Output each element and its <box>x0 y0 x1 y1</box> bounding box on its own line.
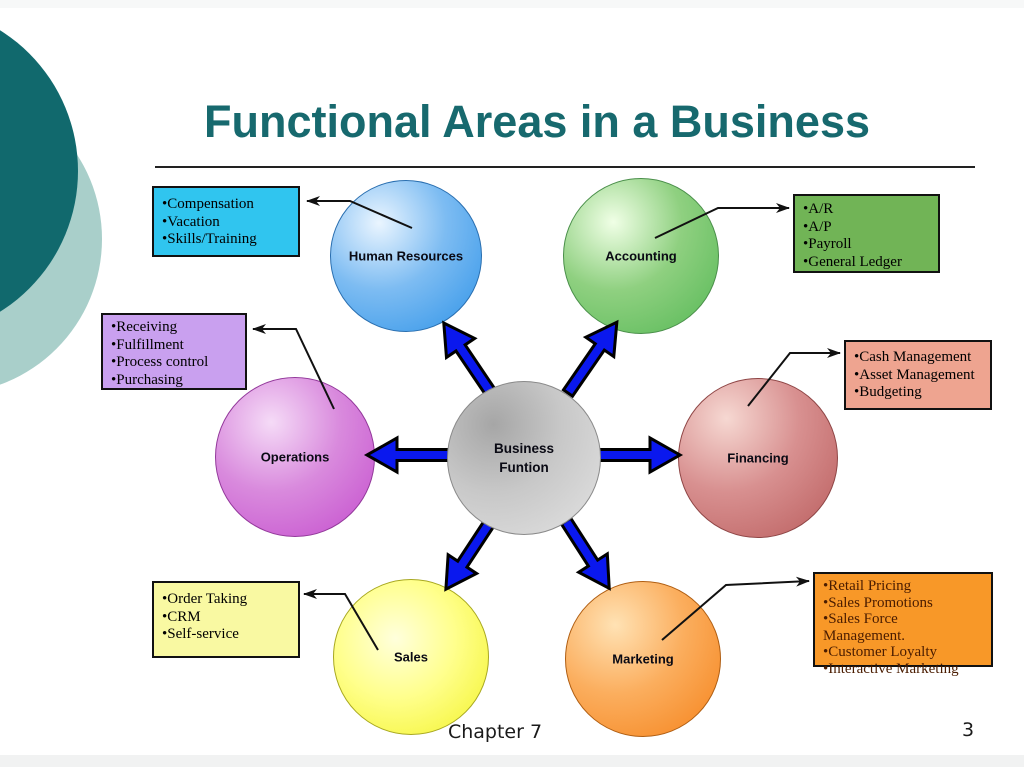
bullet-item: Vacation <box>162 214 290 232</box>
bullet-item: Purchasing <box>111 372 237 390</box>
top-margin-band <box>0 0 1024 8</box>
operations-circle: Operations <box>215 377 375 537</box>
marketing-circle: Marketing <box>565 581 721 737</box>
bullet-item: Compensation <box>162 196 290 214</box>
sales-label: Sales <box>394 649 428 665</box>
bullet-item: A/P <box>803 219 930 237</box>
financing-label: Financing <box>727 450 789 466</box>
bullet-item: Cash Management <box>854 349 982 367</box>
business-function-label: Business Funtion <box>448 439 600 477</box>
bullet-item: A/R <box>803 201 930 219</box>
financing-callout-box: Cash ManagementAsset ManagementBudgeting <box>844 340 992 410</box>
accounting-callout-box: A/RA/PPayrollGeneral Ledger <box>793 194 940 273</box>
footer-page-number: 3 <box>961 719 975 741</box>
bullet-item: Sales Promotions <box>823 595 983 612</box>
bullet-item: CRM <box>162 609 290 627</box>
financing-circle: Financing <box>678 378 838 538</box>
marketing-callout-box: Retail PricingSales PromotionsSales Forc… <box>813 572 993 677</box>
bullet-item: Fulfillment <box>111 337 237 355</box>
center-to-operations-arrow <box>363 435 454 475</box>
bullet-item: Sales Force Management. <box>823 611 983 644</box>
bullet-item: Customer Loyalty <box>823 644 983 661</box>
bullet-item: Budgeting <box>854 384 982 402</box>
bullet-item: Receiving <box>111 319 237 337</box>
bullet-item: Payroll <box>803 236 930 254</box>
bullet-item: Interactive Marketing <box>823 661 983 678</box>
human-resources-label: Human Resources <box>348 248 464 264</box>
bullet-item: Skills/Training <box>162 231 290 249</box>
bullet-item: Asset Management <box>854 367 982 385</box>
marketing-label: Marketing <box>612 651 674 667</box>
bullet-item: General Ledger <box>803 254 930 272</box>
sales-circle: Sales <box>333 579 489 735</box>
title-underline <box>155 166 975 168</box>
operations-callout-box: ReceivingFulfillmentProcess controlPurch… <box>101 313 247 390</box>
sales-callout-box: Order TakingCRMSelf-service <box>152 581 300 658</box>
human-resources-callout-box: CompensationVacationSkills/Training <box>152 186 300 257</box>
bullet-item: Retail Pricing <box>823 578 983 595</box>
bottom-margin-band <box>0 755 1024 767</box>
slide-title: Functional Areas in a Business <box>203 96 870 147</box>
bullet-item: Order Taking <box>162 591 290 609</box>
bullet-item: Process control <box>111 354 237 372</box>
center-to-financing-arrow <box>593 435 684 475</box>
operations-label: Operations <box>260 449 330 465</box>
business-function-label-line1: Business <box>493 441 555 456</box>
accounting-circle: Accounting <box>563 178 719 334</box>
footer-chapter-text: Chapter 7 <box>447 721 543 743</box>
accounting-label: Accounting <box>605 248 677 264</box>
bullet-item: Self-service <box>162 626 290 644</box>
business-function-center-circle: Business Funtion <box>447 381 601 535</box>
human-resources-circle: Human Resources <box>330 180 482 332</box>
business-function-label-line2: Funtion <box>499 460 549 475</box>
